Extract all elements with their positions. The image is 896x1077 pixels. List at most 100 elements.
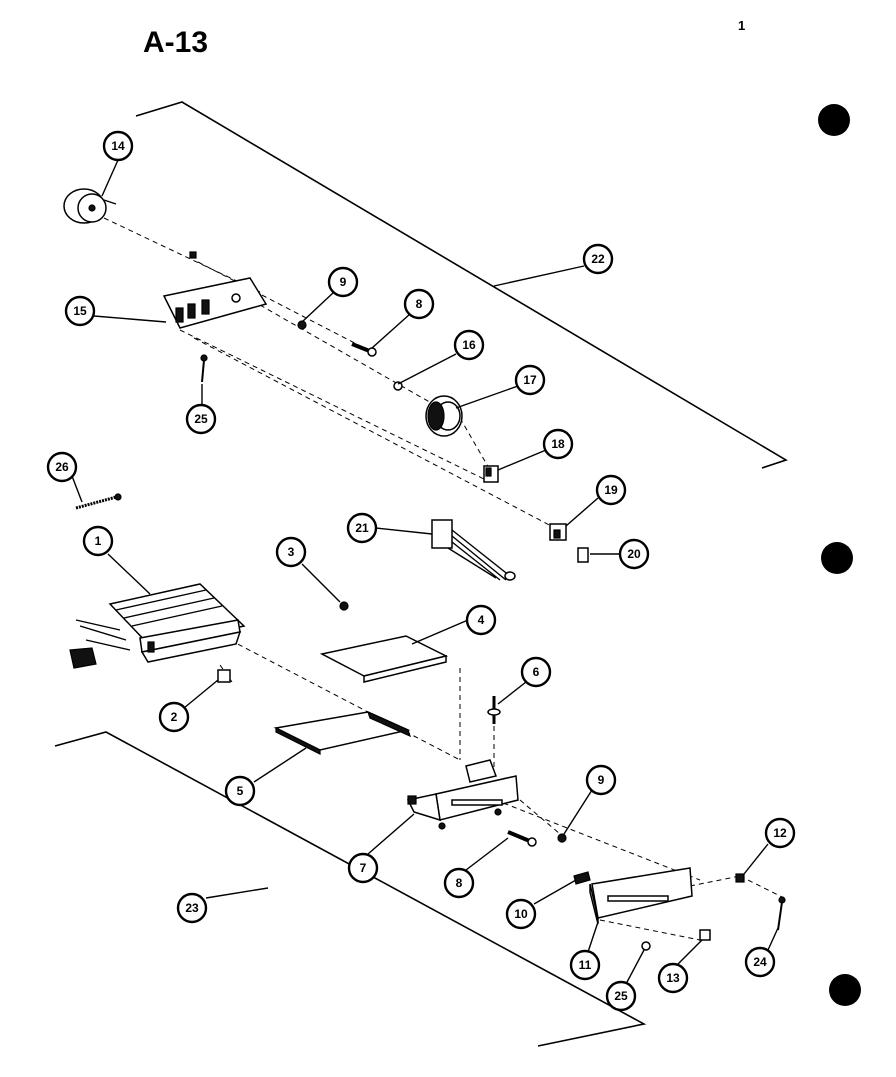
svg-text:6: 6 bbox=[533, 665, 540, 679]
callout-17: 17 bbox=[514, 364, 546, 396]
part-17-knob bbox=[425, 395, 463, 437]
svg-text:20: 20 bbox=[627, 547, 641, 561]
part-9-screw-upper bbox=[297, 320, 307, 330]
svg-text:21: 21 bbox=[355, 521, 369, 535]
callout-2: 2 bbox=[158, 701, 190, 733]
callout-15: 15 bbox=[64, 295, 96, 327]
callout-23: 23 bbox=[176, 892, 208, 924]
part-3-screw bbox=[339, 601, 349, 611]
svg-text:17: 17 bbox=[523, 373, 537, 387]
part-11-panel bbox=[589, 867, 693, 925]
alignment-line bbox=[599, 919, 701, 941]
alignment-line bbox=[459, 417, 491, 471]
part-8-shaft-upper bbox=[351, 342, 377, 357]
svg-text:22: 22 bbox=[591, 252, 605, 266]
callout-8-lower: 8 bbox=[443, 867, 475, 899]
callout-3: 3 bbox=[275, 536, 307, 568]
svg-text:26: 26 bbox=[55, 460, 69, 474]
callout-10: 10 bbox=[505, 898, 537, 930]
callout-1: 1 bbox=[82, 525, 114, 557]
svg-text:25: 25 bbox=[614, 989, 628, 1003]
callout-6: 6 bbox=[520, 656, 552, 688]
alignment-line bbox=[689, 875, 741, 887]
part-9-screw-lower bbox=[557, 833, 567, 843]
alignment-line bbox=[193, 337, 556, 529]
svg-text:14: 14 bbox=[111, 139, 125, 153]
part-10-clip bbox=[573, 871, 591, 885]
callout-8-upper: 8 bbox=[403, 288, 435, 320]
part-7-bracket bbox=[406, 759, 519, 830]
part-25-screw-upper bbox=[200, 354, 208, 383]
callout-7: 7 bbox=[347, 852, 379, 884]
svg-text:7: 7 bbox=[360, 861, 367, 875]
svg-text:9: 9 bbox=[340, 275, 347, 289]
callout-12: 12 bbox=[764, 817, 796, 849]
callout-24: 24 bbox=[744, 946, 776, 978]
part-25-screw-lower bbox=[641, 941, 651, 951]
punch-hole-middle bbox=[821, 542, 853, 574]
svg-text:2: 2 bbox=[171, 710, 178, 724]
svg-text:18: 18 bbox=[551, 437, 565, 451]
callout-25-upper: 25 bbox=[185, 403, 217, 435]
callout-19: 19 bbox=[595, 474, 627, 506]
alignment-line bbox=[197, 261, 373, 353]
alignment-line bbox=[179, 329, 491, 483]
lower-assembly-outline bbox=[54, 731, 647, 1047]
part-2-clip bbox=[217, 669, 231, 683]
callout-25-lower: 25 bbox=[605, 980, 637, 1012]
callout-11: 11 bbox=[569, 949, 601, 981]
svg-text:10: 10 bbox=[514, 907, 528, 921]
callout-13: 13 bbox=[657, 962, 689, 994]
part-5-tray bbox=[273, 710, 412, 755]
callout-14: 14 bbox=[102, 130, 134, 162]
callout-21: 21 bbox=[346, 512, 378, 544]
svg-text:24: 24 bbox=[753, 955, 767, 969]
punch-hole-top bbox=[818, 104, 850, 136]
svg-text:23: 23 bbox=[185, 901, 199, 915]
callout-9-lower: 9 bbox=[585, 764, 617, 796]
part-24-screw bbox=[777, 896, 786, 931]
svg-text:16: 16 bbox=[462, 338, 476, 352]
svg-text:1: 1 bbox=[95, 534, 102, 548]
part-8-shaft-lower bbox=[507, 830, 537, 847]
callout-26: 26 bbox=[46, 451, 78, 483]
svg-text:11: 11 bbox=[579, 958, 592, 972]
svg-text:13: 13 bbox=[666, 971, 680, 985]
alignment-line bbox=[739, 875, 785, 899]
part-16-washer bbox=[393, 381, 403, 391]
svg-text:9: 9 bbox=[598, 773, 605, 787]
alignment-line bbox=[229, 639, 461, 761]
alignment-line bbox=[259, 304, 441, 409]
part-1-circuit-board bbox=[69, 583, 246, 669]
punch-hole-bottom bbox=[829, 974, 861, 1006]
callout-16: 16 bbox=[453, 329, 485, 361]
part-20-connector bbox=[577, 547, 589, 563]
svg-text:3: 3 bbox=[288, 545, 295, 559]
svg-text:19: 19 bbox=[604, 483, 618, 497]
page-number: 1 bbox=[738, 18, 746, 33]
part-4-cover-plate bbox=[319, 635, 449, 683]
callout-22: 22 bbox=[582, 243, 614, 275]
part-14-motor bbox=[63, 188, 117, 224]
part-21-wire-harness bbox=[431, 519, 516, 581]
svg-text:5: 5 bbox=[237, 784, 244, 798]
svg-text:25: 25 bbox=[194, 412, 208, 426]
svg-text:15: 15 bbox=[73, 304, 87, 318]
svg-text:8: 8 bbox=[456, 876, 463, 890]
callout-9-upper: 9 bbox=[327, 266, 359, 298]
upper-assembly-outline bbox=[135, 101, 788, 469]
svg-text:8: 8 bbox=[416, 297, 423, 311]
callout-5: 5 bbox=[224, 775, 256, 807]
callout-4: 4 bbox=[465, 604, 497, 636]
part-12-nut bbox=[735, 873, 745, 883]
part-6-pin bbox=[487, 696, 501, 724]
part-26-spring bbox=[75, 493, 122, 510]
callout-20: 20 bbox=[618, 538, 650, 570]
alignment-line bbox=[103, 217, 261, 293]
part-15-control-plate bbox=[162, 251, 268, 329]
page-title: A-13 bbox=[143, 26, 209, 59]
callout-18: 18 bbox=[542, 428, 574, 460]
svg-text:4: 4 bbox=[478, 613, 485, 627]
